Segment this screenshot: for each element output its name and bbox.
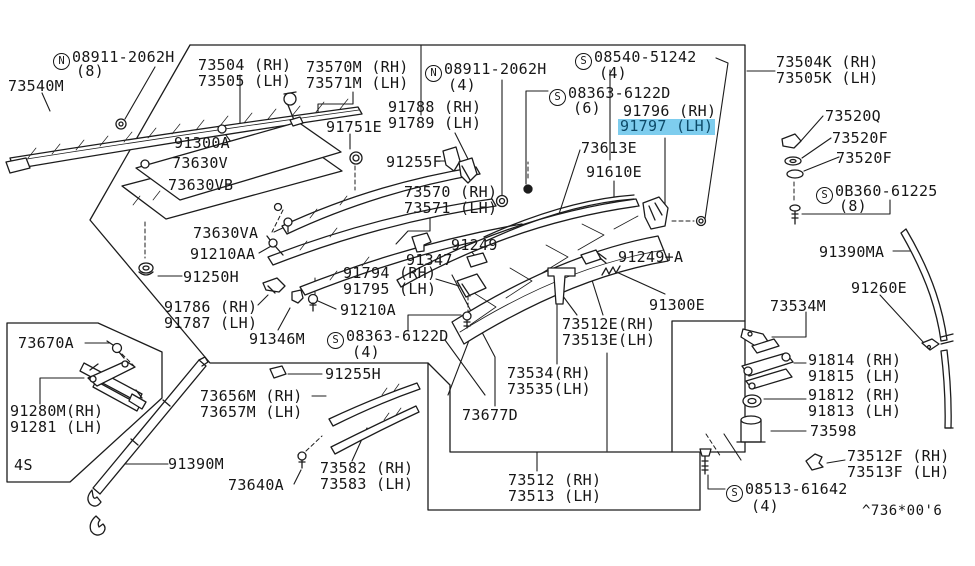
label-73640A: 73640A (228, 476, 284, 494)
label-73630V: 73630V (172, 154, 228, 172)
part-guide-assembly-73670A-91280M (79, 360, 147, 412)
label-qty-6: (6) (573, 99, 601, 117)
label-91280M-91281: 91280M(RH) 91281 (LH) (10, 402, 104, 436)
label-73656M-73657M: 73656M (RH) 73657M (LH) (200, 387, 303, 421)
part-fasteners-small (106, 118, 533, 469)
dashed-lines (121, 161, 795, 458)
label-91390M: 91390M (168, 455, 224, 473)
label-73512E-73513E: 73512E(RH) 73513E(LH) (562, 315, 656, 349)
circled-n-icon: N (425, 65, 442, 82)
label-91300E: 91300E (649, 296, 705, 314)
part-right-hardware-column (699, 133, 824, 475)
part-side-molding-91390MA (900, 228, 954, 429)
label-91260E: 91260E (851, 279, 907, 297)
circled-s-icon: S (575, 53, 592, 70)
label-73504-73505: 73504 (RH) 73505 (LH) (198, 56, 292, 90)
label-73504K-73505K: 73504K (RH) 73505K (LH) (776, 53, 879, 87)
label-qty-4-08363: (4) (352, 343, 380, 361)
part-sunroof-lid-73630V (121, 91, 343, 220)
label-73570-73571: 73570 (RH) 73571 (LH) (404, 183, 498, 217)
label-91255H: 91255H (325, 365, 381, 383)
page-tag: 4S (14, 456, 34, 474)
label-91788-91789: 91788 (RH) 91789 (LH) (388, 98, 482, 132)
label-91255F: 91255F (386, 153, 442, 171)
part-pillar-molding-91390M (87, 356, 209, 536)
label-73677D: 73677D (462, 406, 518, 424)
label-73520Q: 73520Q (825, 107, 881, 125)
label-73570M-73571M: 73570M (RH) 73571M (LH) (306, 58, 409, 92)
circled-s-icon: S (726, 485, 743, 502)
part-windshield-moldings-73656M-73582 (328, 382, 421, 455)
label-73520F-1: 73520F (832, 129, 888, 147)
label-73582-73583: 73582 (RH) 73583 (LH) (320, 459, 414, 493)
label-qty-4-08513: (4) (751, 497, 779, 515)
label-73613E: 73613E (581, 139, 637, 157)
label-91249: 91249 (451, 236, 498, 254)
drawing-code: ^736*00'6 (862, 503, 943, 519)
circled-s-icon: S (327, 332, 344, 349)
circled-s-icon: S (816, 187, 833, 204)
label-91814-91815: 91814 (RH) 91815 (LH) (808, 351, 902, 385)
label-73512F-73513F: 73512F (RH) 73513F (LH) (847, 447, 950, 481)
label-73598: 73598 (810, 422, 857, 440)
circled-s-icon: S (549, 89, 566, 106)
label-qty-4-mid: (4) (448, 76, 476, 94)
label-91210A: 91210A (340, 301, 396, 319)
label-91794-91795: 91794 (RH) 91795 (LH) (343, 264, 437, 298)
label-73670A: 73670A (18, 334, 74, 352)
label-91300A: 91300A (174, 134, 230, 152)
label-91610E: 91610E (586, 163, 642, 181)
label-91796: 91796 (RH) (623, 102, 717, 120)
label-73512-73513: 73512 (RH) 73513 (LH) (508, 471, 602, 505)
part-roof-rack-rail-73540M (5, 98, 363, 174)
label-qty-8-0B360: (8) (839, 197, 867, 215)
label-91210AA: 91210AA (190, 245, 256, 263)
label-73540M: 73540M (8, 77, 64, 95)
label-91346M: 91346M (249, 330, 305, 348)
label-73630VB: 73630VB (168, 176, 234, 194)
part-drip-moldings-73570 (267, 166, 527, 296)
label-91390MA: 91390MA (819, 243, 885, 261)
label-91347: 91347 (406, 251, 453, 269)
label-91249A: 91249+A (618, 248, 684, 266)
label-73520F-2: 73520F (836, 149, 892, 167)
label-91786-91787: 91786 (RH) 91787 (LH) (164, 298, 258, 332)
label-73534M: 73534M (770, 297, 826, 315)
leader-lines (39, 44, 925, 490)
diagram-frames (6, 44, 746, 511)
label-91797-selected[interactable]: 91797 (LH) (618, 117, 716, 135)
circled-n-icon: N (53, 53, 70, 70)
label-qty-8-top: (8) (76, 62, 104, 80)
label-91812-91813: 91812 (RH) 91813 (LH) (808, 386, 902, 420)
label-91751E: 91751E (326, 118, 382, 136)
label-91250H: 91250H (183, 268, 239, 286)
label-qty-4-08540: (4) (599, 64, 627, 82)
part-small-brackets-center (411, 146, 707, 305)
label-73630VA: 73630VA (193, 224, 259, 242)
label-73534-73535: 73534(RH) 73535(LH) (507, 364, 591, 398)
